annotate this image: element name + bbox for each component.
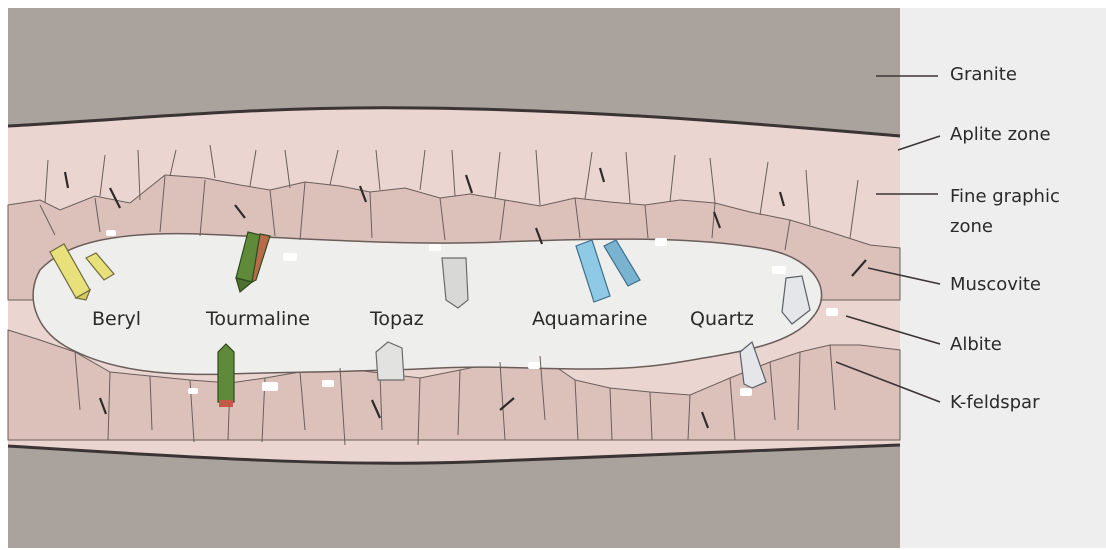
label-kfeldspar: K-feldspar (950, 392, 1039, 414)
tourmaline-crystal-lower (218, 344, 234, 407)
label-topaz: Topaz (370, 308, 424, 330)
label-fine-graphic-zone: Fine graphic zone (950, 182, 1090, 242)
label-aplite-zone: Aplite zone (950, 124, 1051, 146)
pocket-cavity (33, 234, 821, 375)
label-aquamarine: Aquamarine (532, 308, 647, 330)
topaz-crystal-upper (442, 258, 468, 308)
label-albite: Albite (950, 334, 1002, 356)
label-granite: Granite (950, 64, 1017, 86)
label-quartz: Quartz (690, 308, 754, 330)
label-beryl: Beryl (92, 308, 141, 330)
label-muscovite: Muscovite (950, 274, 1041, 296)
label-tourmaline: Tourmaline (206, 308, 310, 330)
